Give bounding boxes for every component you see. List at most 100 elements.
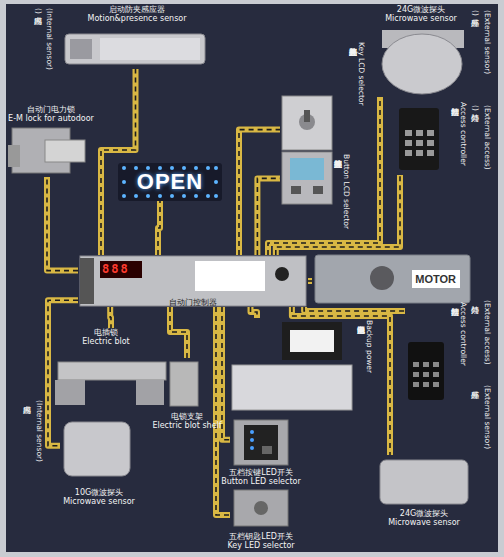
device-part	[122, 194, 126, 198]
wire	[158, 201, 160, 255]
em-lock	[8, 128, 85, 173]
wire-dash	[308, 280, 312, 282]
device-label: Microwave sensor	[388, 518, 460, 527]
device-part	[158, 166, 162, 170]
device-part	[64, 422, 130, 476]
device-part	[206, 166, 210, 170]
keypad	[408, 342, 444, 400]
door-controller	[80, 256, 306, 306]
device-part	[146, 194, 150, 198]
wire-dash	[158, 201, 160, 255]
device-node: Access controller门禁控制器	[395, 100, 467, 175]
wire-dash	[170, 307, 187, 358]
wire-dash	[276, 175, 400, 255]
wire-dash	[47, 177, 78, 271]
key-led-selector	[234, 490, 288, 526]
device-part	[282, 152, 332, 204]
device-part	[423, 362, 429, 367]
device-part	[158, 194, 162, 198]
device-part	[250, 430, 254, 434]
device-part	[214, 180, 218, 184]
wire-band	[304, 307, 405, 311]
device-node: Key LCD selector五档钥匙液晶开关	[280, 40, 365, 152]
led-display: 888	[102, 263, 130, 275]
device-part	[80, 256, 306, 306]
device-label: 电锁支架	[171, 412, 203, 421]
device-node: 自动门电力锁E-M lock for autodoor	[5, 105, 97, 177]
presence-sensor	[65, 34, 205, 64]
device-part	[408, 342, 444, 400]
device-label: 门禁控制器	[450, 302, 459, 366]
device-node: 24G微波探头Microwave sensor	[375, 5, 467, 97]
device-label: 自动门控制器	[169, 298, 217, 307]
device-part	[416, 150, 423, 156]
device-part	[427, 140, 434, 146]
wire-band	[170, 307, 187, 358]
wire	[47, 177, 78, 271]
wire-dash	[304, 307, 405, 311]
device-part	[275, 267, 289, 281]
device-part	[194, 194, 198, 198]
device-label: 自动门电力锁	[27, 105, 75, 114]
device-part	[234, 420, 288, 465]
device-label: Microwave sensor	[63, 497, 135, 506]
open-sign	[118, 163, 222, 201]
side-caption: (External access)	[482, 105, 491, 170]
wire-band	[308, 278, 312, 284]
wire	[268, 97, 380, 255]
device-part	[8, 145, 20, 167]
device-part	[122, 180, 126, 184]
vertical-caption: Access controller门禁控制器	[450, 302, 467, 366]
motor	[315, 255, 470, 303]
microwave-sensor	[64, 422, 130, 476]
button-led-selector	[234, 420, 288, 465]
wire-band	[222, 307, 230, 440]
device-label: 五档按键LED开关	[229, 468, 293, 477]
device-node: 24G微波探头Microwave sensor	[375, 455, 473, 527]
device-part	[405, 150, 412, 156]
wire-band	[107, 307, 114, 328]
wire	[308, 281, 312, 282]
device-label: OPEN	[137, 171, 203, 193]
device-part	[146, 166, 150, 170]
device-part	[80, 258, 94, 304]
device-label: Electric blot shelf	[152, 421, 221, 430]
vertical-caption: Key LCD selector五档钥匙液晶开关	[348, 42, 365, 106]
wire-dash	[239, 130, 280, 255]
button-lcd-selector	[282, 152, 332, 204]
device-part	[45, 140, 85, 162]
vertical-caption: Access controller门禁控制器	[450, 102, 467, 166]
board-panel	[6, 4, 498, 552]
microwave-sensor	[382, 30, 464, 94]
wire-dash	[101, 69, 136, 255]
device-node: Access controller门禁控制器	[405, 300, 467, 420]
electric-bolt	[55, 362, 166, 405]
device-part	[427, 150, 434, 156]
side-caption: (External sensor)	[482, 10, 491, 74]
device-label: Access controller	[458, 102, 467, 166]
vertical-caption: Button LCD selector五档按键液晶开关	[333, 154, 350, 229]
device-label: 门禁控制器	[450, 102, 459, 166]
device-part	[195, 261, 265, 291]
backup-power	[232, 322, 352, 410]
device-part	[282, 322, 342, 360]
device-label: 自动门备用电源	[356, 320, 365, 373]
wire	[170, 307, 187, 358]
device-label: MOTOR	[415, 274, 456, 285]
device-part	[194, 166, 198, 170]
device-part	[290, 158, 324, 180]
wire-dash	[109, 307, 111, 328]
device-part	[234, 490, 288, 526]
device-part	[370, 266, 394, 290]
device-part	[100, 38, 200, 60]
side-caption: (外门禁)	[470, 105, 479, 111]
device-part	[136, 380, 164, 405]
wire-band	[47, 177, 78, 271]
wire-band	[239, 130, 280, 255]
side-caption: (外感应)	[470, 10, 479, 16]
device-label: Key LED selector	[227, 541, 294, 550]
